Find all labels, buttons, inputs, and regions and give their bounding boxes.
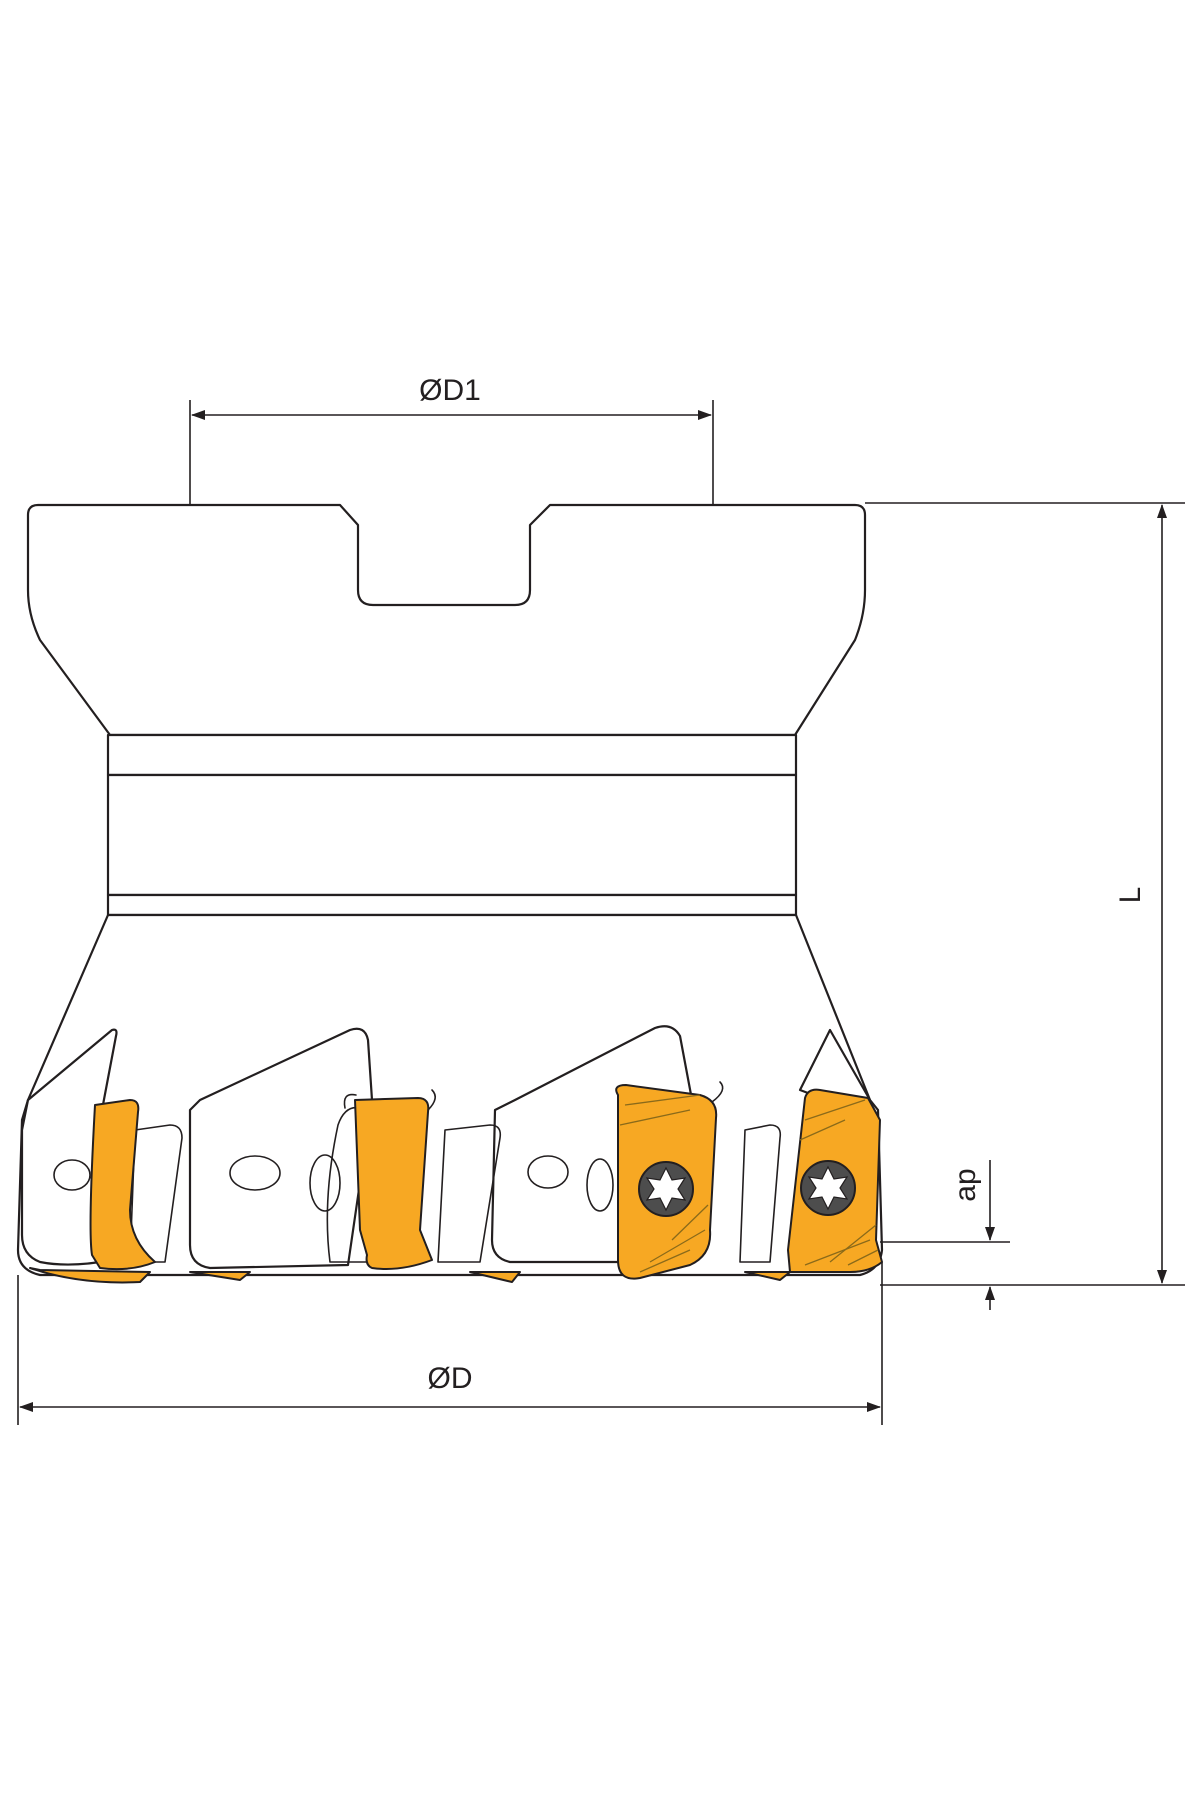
screw-icon xyxy=(638,1161,694,1217)
bottom-edge-2 xyxy=(189,1271,251,1281)
coolant-holes xyxy=(53,1154,614,1212)
cutter-head xyxy=(16,913,884,1277)
dimension-ap: ap xyxy=(880,1160,1010,1310)
insert-3-hatch xyxy=(619,1094,709,1273)
coolant-hole-4 xyxy=(527,1155,569,1189)
dimension-label-d: ØD xyxy=(428,1362,473,1395)
dimension-label-l: L xyxy=(1114,887,1147,904)
inserts xyxy=(29,1081,883,1284)
neck-band-lower xyxy=(106,893,798,917)
pocket-shadow-2 xyxy=(437,1124,502,1263)
dimension-d: ØD xyxy=(17,1262,883,1425)
clamp-nub-1 xyxy=(343,1093,357,1109)
screw-icon xyxy=(800,1160,856,1216)
dimension-l: L xyxy=(865,502,1185,1286)
dimension-d1: ØD1 xyxy=(189,374,714,505)
insert-1 xyxy=(89,1099,156,1271)
dimension-label-ap: ap xyxy=(949,1168,982,1201)
chip-pocket-2 xyxy=(188,1027,374,1270)
coolant-hole-5 xyxy=(586,1158,614,1212)
pocket-shadow-3 xyxy=(739,1124,782,1263)
pocket-shadow-1 xyxy=(129,1124,183,1263)
flange-top xyxy=(26,503,867,737)
coolant-hole-2 xyxy=(229,1155,281,1191)
bottom-edge-4 xyxy=(744,1271,791,1281)
insert-2 xyxy=(354,1097,433,1270)
bottom-edge-3 xyxy=(469,1271,521,1283)
cutter-body xyxy=(16,503,884,1277)
clamp-nub-3 xyxy=(711,1081,724,1103)
clamp-nub-2 xyxy=(427,1089,436,1111)
dimension-label-d1: ØD1 xyxy=(419,374,481,407)
insert-4-hatch xyxy=(799,1099,879,1266)
pocket-shadow-4 xyxy=(326,1106,373,1263)
coolant-hole-1 xyxy=(53,1159,91,1191)
bottom-edge-1 xyxy=(29,1267,151,1284)
neck-band-upper xyxy=(106,733,798,777)
neck-band-middle xyxy=(106,773,798,897)
coolant-hole-3 xyxy=(309,1154,341,1212)
